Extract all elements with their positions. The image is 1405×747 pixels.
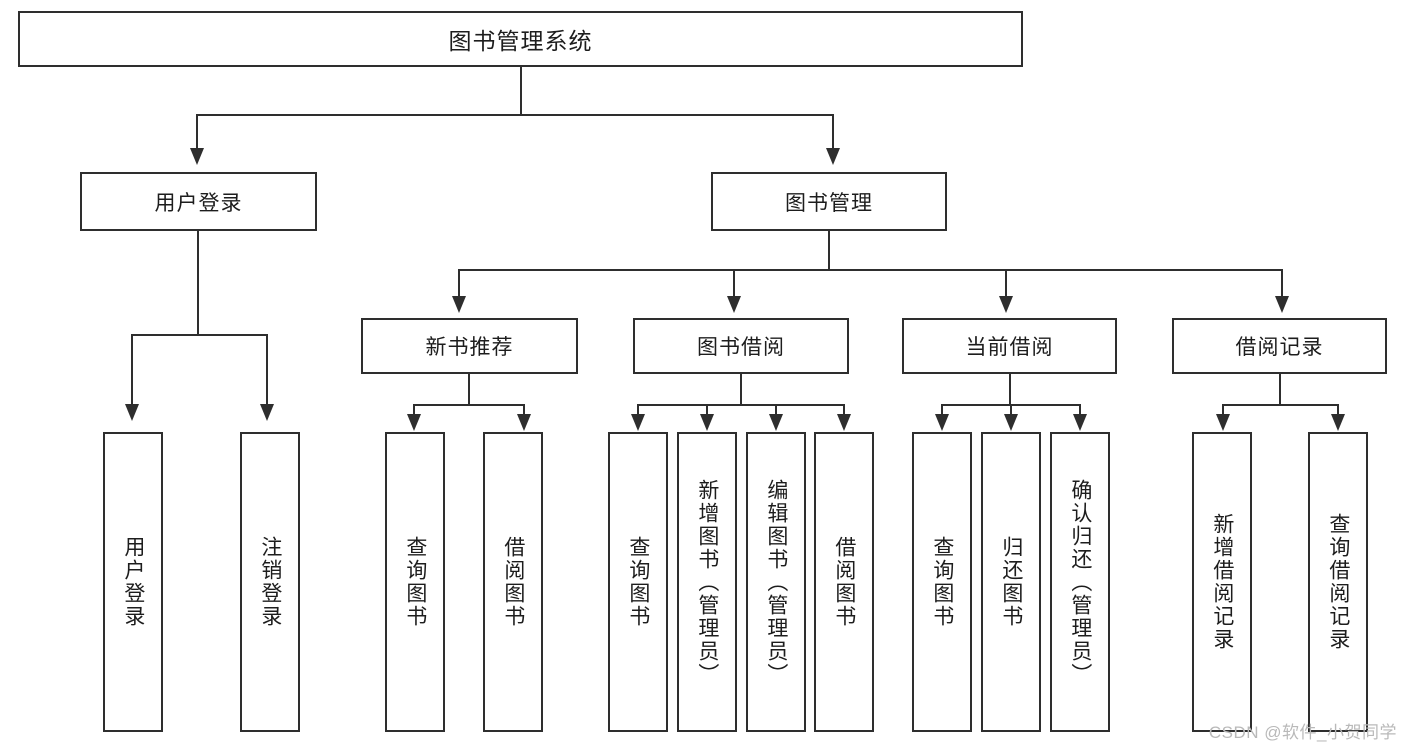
node-label: 新增借阅记录	[1210, 513, 1234, 651]
edge-user-login-to-leaf-1	[131, 334, 133, 406]
node-label: 查询借阅记录	[1326, 513, 1350, 651]
edge-book-manage-to-current-borrow	[1005, 269, 1007, 297]
edge-book-borrow-bar	[637, 404, 845, 406]
arrowhead-leaf-query-book-3	[935, 414, 949, 431]
node-label: 借阅记录	[1235, 336, 1324, 359]
edge-book-borrow-to-leaf-3	[775, 404, 777, 418]
edge-borrow-record-to-leaf-1	[1222, 404, 1224, 418]
node-label: 编辑图书（管理员）	[764, 478, 788, 686]
leaf-query-book-recommend[interactable]: 查询图书	[385, 432, 445, 732]
node-label: 借阅图书	[501, 536, 525, 628]
node-borrow-record[interactable]: 借阅记录	[1172, 318, 1387, 374]
edge-current-borrow-to-leaf-3	[1079, 404, 1081, 418]
edge-borrow-record-to-leaf-2	[1337, 404, 1339, 418]
node-book-borrow[interactable]: 图书借阅	[633, 318, 849, 374]
node-label: 确认归还（管理员）	[1068, 478, 1092, 686]
leaf-user-login[interactable]: 用户登录	[103, 432, 163, 732]
edge-book-manage-to-borrow-record	[1281, 269, 1283, 297]
node-label: 归还图书	[999, 536, 1023, 628]
edge-user-login-to-leaf-2	[266, 334, 268, 406]
leaf-edit-book-admin[interactable]: 编辑图书（管理员）	[746, 432, 806, 732]
arrowhead-leaf-user-login	[125, 404, 139, 421]
leaf-return-book[interactable]: 归还图书	[981, 432, 1041, 732]
node-label: 用户登录	[121, 536, 145, 628]
leaf-query-book-borrow[interactable]: 查询图书	[608, 432, 668, 732]
leaf-logout[interactable]: 注销登录	[240, 432, 300, 732]
leaf-add-borrow-record[interactable]: 新增借阅记录	[1192, 432, 1252, 732]
arrowhead-leaf-query-record	[1331, 414, 1345, 431]
leaf-query-borrow-record[interactable]: 查询借阅记录	[1308, 432, 1368, 732]
leaf-borrow-book-recommend[interactable]: 借阅图书	[483, 432, 543, 732]
edge-root-to-book-manage	[832, 114, 834, 150]
edge-root-stem	[520, 67, 522, 115]
edge-root-bar	[196, 114, 834, 116]
edge-book-borrow-stem	[740, 374, 742, 406]
node-label: 当前借阅	[965, 336, 1054, 359]
leaf-query-book-current[interactable]: 查询图书	[912, 432, 972, 732]
arrowhead-leaf-borrow-book-2	[837, 414, 851, 431]
node-label: 图书借阅	[697, 336, 785, 359]
edge-current-borrow-to-leaf-2	[1010, 404, 1012, 418]
arrowhead-leaf-query-book-2	[631, 414, 645, 431]
edge-user-login-bar	[131, 334, 266, 336]
node-label: 图书管理	[785, 191, 873, 215]
node-label: 查询图书	[626, 536, 650, 628]
arrowhead-leaf-confirm-return	[1073, 414, 1087, 431]
arrowhead-leaf-logout	[260, 404, 274, 421]
node-user-login[interactable]: 用户登录	[80, 172, 317, 231]
node-label: 新书推荐	[425, 336, 514, 359]
node-label: 查询图书	[930, 536, 954, 628]
edge-book-borrow-to-leaf-4	[843, 404, 845, 418]
arrowhead-leaf-add-record	[1216, 414, 1230, 431]
edge-new-book-stem	[468, 374, 470, 406]
arrowhead-leaf-query-book-1	[407, 414, 421, 431]
edge-borrow-record-stem	[1279, 374, 1281, 406]
edge-book-manage-stem	[828, 231, 830, 271]
edge-new-book-to-leaf-1	[413, 404, 415, 418]
node-label: 借阅图书	[832, 536, 856, 628]
edge-book-manage-bar	[458, 269, 1283, 271]
leaf-add-book-admin[interactable]: 新增图书（管理员）	[677, 432, 737, 732]
node-current-borrow[interactable]: 当前借阅	[902, 318, 1117, 374]
node-label: 用户登录	[154, 191, 243, 215]
arrowhead-user-login	[190, 148, 204, 165]
node-label: 查询图书	[403, 536, 427, 628]
node-new-book-recommend[interactable]: 新书推荐	[361, 318, 578, 374]
edge-root-to-user-login	[196, 114, 198, 150]
leaf-borrow-book[interactable]: 借阅图书	[814, 432, 874, 732]
node-label: 注销登录	[258, 536, 282, 628]
arrowhead-leaf-borrow-book-1	[517, 414, 531, 431]
arrowhead-leaf-return-book	[1004, 414, 1018, 431]
arrowhead-book-borrow	[727, 296, 741, 313]
edge-book-manage-to-book-borrow	[733, 269, 735, 297]
arrowhead-borrow-record	[1275, 296, 1289, 313]
arrowhead-current-borrow	[999, 296, 1013, 313]
edge-current-borrow-to-leaf-1	[941, 404, 943, 418]
edge-new-book-bar	[413, 404, 525, 406]
edge-new-book-to-leaf-2	[523, 404, 525, 418]
edge-user-login-stem	[197, 231, 199, 335]
node-book-manage[interactable]: 图书管理	[711, 172, 947, 231]
arrowhead-leaf-edit-book	[769, 414, 783, 431]
arrowhead-book-manage	[826, 148, 840, 165]
leaf-confirm-return-admin[interactable]: 确认归还（管理员）	[1050, 432, 1110, 732]
edge-current-borrow-stem	[1009, 374, 1011, 406]
arrowhead-new-book-recommend	[452, 296, 466, 313]
edge-borrow-record-bar	[1222, 404, 1339, 406]
node-root-system[interactable]: 图书管理系统	[18, 11, 1023, 67]
edge-book-borrow-to-leaf-1	[637, 404, 639, 418]
arrowhead-leaf-add-book	[700, 414, 714, 431]
node-label: 新增图书（管理员）	[695, 478, 719, 686]
edge-book-borrow-to-leaf-2	[706, 404, 708, 418]
edge-book-manage-to-new-book	[458, 269, 460, 297]
node-label: 图书管理系统	[448, 28, 593, 54]
